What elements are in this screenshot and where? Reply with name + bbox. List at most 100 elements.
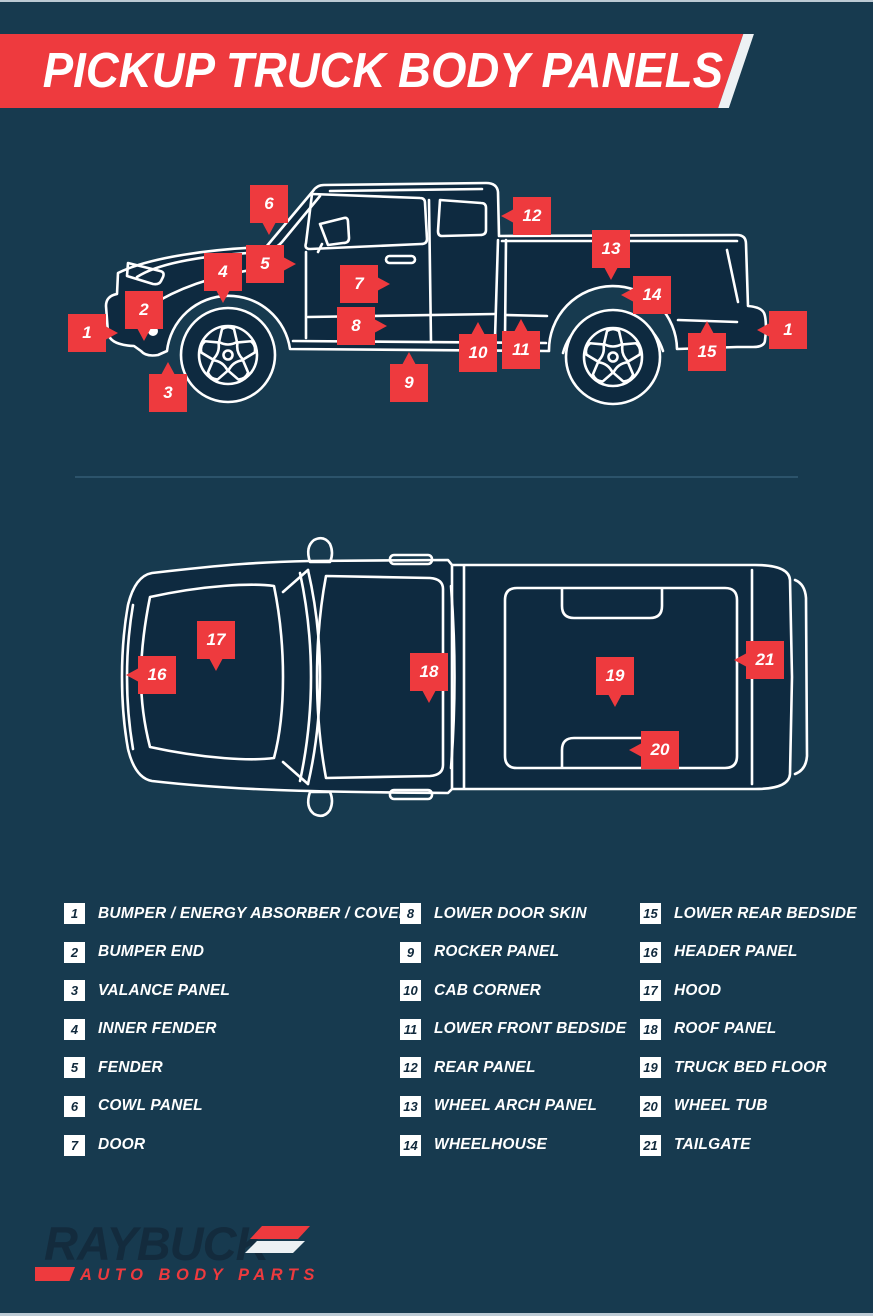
legend-item-14: 14 WHEELHOUSE xyxy=(400,1134,626,1156)
legend-number-badge: 15 xyxy=(640,903,661,924)
legend-number-badge: 20 xyxy=(640,1095,661,1117)
legend-label: HEADER PANEL xyxy=(674,943,798,961)
legend-item-9: 9 ROCKER PANEL xyxy=(400,941,626,963)
legend-item-4: 4 INNER FENDER xyxy=(64,1018,410,1040)
marker-number: 19 xyxy=(605,666,625,685)
legend-label: TAILGATE xyxy=(674,1136,751,1154)
marker-number: 11 xyxy=(512,340,530,359)
legend-number-badge: 10 xyxy=(400,980,421,1002)
legend-column-1: 1 BUMPER / ENERGY ABSORBER / COVER 2 BUMPER… xyxy=(64,903,410,1156)
title-banner: PICKUP TRUCK BODY PANELS xyxy=(0,34,744,108)
legend-number-badge: 1 xyxy=(64,903,85,924)
legend-number-badge: 3 xyxy=(64,980,85,1002)
legend-number-badge: 16 xyxy=(640,941,661,963)
legend-number-badge: 13 xyxy=(400,1095,421,1117)
logo-chevron-white-stripe-icon xyxy=(245,1241,305,1253)
legend-item-8: 8 LOWER DOOR SKIN xyxy=(400,903,626,924)
legend-item-7: 7 DOOR xyxy=(64,1134,410,1156)
marker-number: 7 xyxy=(354,274,364,293)
legend-label: LOWER REAR BEDSIDE xyxy=(674,904,857,922)
truck-top-view xyxy=(120,536,809,818)
legend-label: INNER FENDER xyxy=(98,1020,217,1038)
legend-number-badge: 5 xyxy=(64,1057,85,1079)
legend-number-badge: 9 xyxy=(400,941,421,963)
legend-label: REAR PANEL xyxy=(434,1058,536,1076)
marker-number: 15 xyxy=(697,342,717,361)
legend-label: ROCKER PANEL xyxy=(434,943,560,961)
legend-column-3: 15 LOWER REAR BEDSIDE 16 HEADER PANEL 17 HOOD… xyxy=(640,903,857,1156)
legend-item-13: 13 WHEEL ARCH PANEL xyxy=(400,1095,626,1117)
marker-number: 1 xyxy=(783,320,793,339)
legend-item-19: 19 TRUCK BED FLOOR xyxy=(640,1057,857,1079)
legend-item-3: 3 VALANCE PANEL xyxy=(64,980,410,1002)
legend-item-17: 17 HOOD xyxy=(640,980,857,1002)
marker-number: 21 xyxy=(755,650,775,669)
legend-number-badge: 11 xyxy=(400,1018,421,1040)
legend-item-15: 15 LOWER REAR BEDSIDE xyxy=(640,903,857,924)
legend-number-badge: 17 xyxy=(640,980,661,1002)
logo-chevron-red-stripe-icon xyxy=(250,1226,310,1239)
legend-label: BUMPER / ENERGY ABSORBER / COVER xyxy=(98,904,411,922)
legend-label: WHEEL TUB xyxy=(674,1097,768,1115)
marker-number: 20 xyxy=(650,740,670,759)
legend-number-badge: 21 xyxy=(640,1134,661,1156)
legend-number-badge: 18 xyxy=(640,1018,661,1040)
marker-number: 13 xyxy=(601,239,621,258)
section-divider xyxy=(75,476,798,478)
legend-label: FENDER xyxy=(98,1058,163,1076)
logo-brand-text: RAYBUCK xyxy=(44,1217,270,1270)
legend-number-badge: 12 xyxy=(400,1057,421,1079)
legend-column-2: 8 LOWER DOOR SKIN 9 ROCKER PANEL 10 CAB CORNE… xyxy=(400,903,626,1156)
legend-number-badge: 4 xyxy=(64,1018,85,1040)
top-view-section: 17 16 18 19 21 20 xyxy=(0,520,873,830)
legend-number-badge: 2 xyxy=(64,941,85,963)
bottom-edge-strip xyxy=(0,1313,873,1316)
legend-label: COWL PANEL xyxy=(98,1097,203,1115)
marker-number: 17 xyxy=(206,630,226,649)
legend-label: HOOD xyxy=(674,981,722,999)
logo-tagline-text: AUTO BODY PARTS xyxy=(80,1266,320,1284)
legend-item-12: 12 REAR PANEL xyxy=(400,1057,626,1079)
legend-label: LOWER DOOR SKIN xyxy=(434,904,587,922)
marker-number: 5 xyxy=(260,254,270,273)
legend-label: WHEELHOUSE xyxy=(434,1136,548,1154)
legend-label: DOOR xyxy=(98,1136,146,1154)
legend-item-21: 21 TAILGATE xyxy=(640,1134,857,1156)
marker-number: 9 xyxy=(404,373,414,392)
legend-item-2: 2 BUMPER END xyxy=(64,941,410,963)
marker-number: 10 xyxy=(468,343,488,362)
legend-item-20: 20 WHEEL TUB xyxy=(640,1095,857,1117)
legend-number-badge: 14 xyxy=(400,1134,421,1156)
logo-red-bar-icon xyxy=(35,1267,75,1281)
marker-number: 6 xyxy=(264,194,274,213)
legend-label: BUMPER END xyxy=(98,943,205,961)
legend-item-1: 1 BUMPER / ENERGY ABSORBER / COVER xyxy=(64,903,410,924)
raybuck-logo: RAYBUCK AUTO BODY PARTS xyxy=(35,1216,324,1296)
legend-item-6: 6 COWL PANEL xyxy=(64,1095,410,1117)
marker-number: 3 xyxy=(163,383,173,402)
marker-number: 14 xyxy=(642,285,662,304)
legend-item-16: 16 HEADER PANEL xyxy=(640,941,857,963)
legend-label: VALANCE PANEL xyxy=(98,981,231,999)
legend-number-badge: 7 xyxy=(64,1134,85,1156)
marker-number: 2 xyxy=(139,300,149,319)
legend-item-5: 5 FENDER xyxy=(64,1057,410,1079)
legend-number-badge: 19 xyxy=(640,1057,661,1079)
marker-number: 12 xyxy=(522,206,542,225)
legend-number-badge: 6 xyxy=(64,1095,85,1117)
legend-label: TRUCK BED FLOOR xyxy=(674,1058,827,1076)
marker-number: 16 xyxy=(147,665,167,684)
marker-number: 1 xyxy=(82,323,92,342)
legend-item-10: 10 CAB CORNER xyxy=(400,980,626,1002)
legend-number-badge: 8 xyxy=(400,903,421,924)
marker-number: 18 xyxy=(419,662,439,681)
legend-label: CAB CORNER xyxy=(434,981,542,999)
top-edge-strip xyxy=(0,0,873,2)
page-title: PICKUP TRUCK BODY PANELS xyxy=(42,44,724,98)
marker-number: 4 xyxy=(218,262,228,281)
legend-label: WHEEL ARCH PANEL xyxy=(434,1097,598,1115)
